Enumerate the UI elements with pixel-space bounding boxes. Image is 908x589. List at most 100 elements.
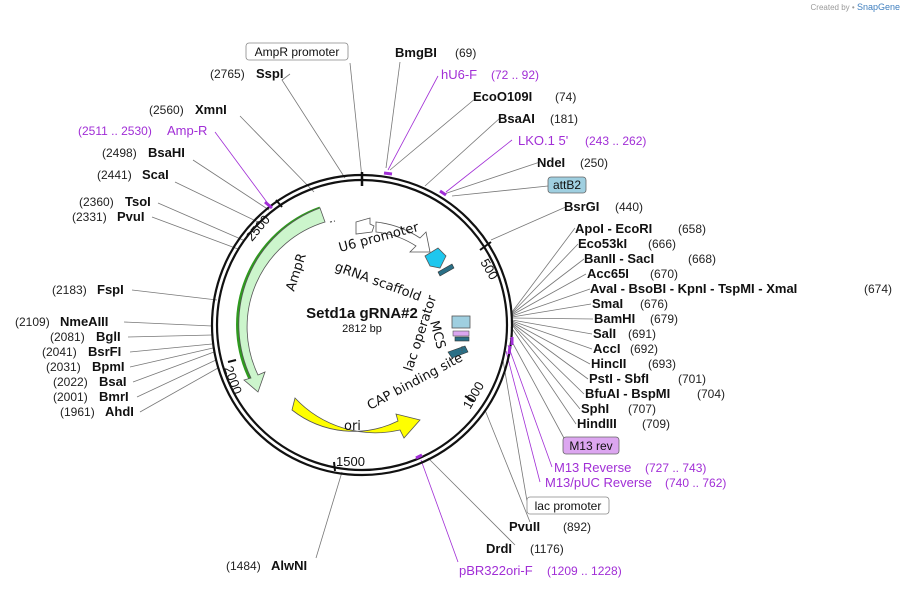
primer-m13puc-pos: (740 .. 762) bbox=[665, 476, 726, 490]
leader-bmri bbox=[136, 359, 217, 398]
mcs-row-3[interactable]: BanII - SacI bbox=[584, 251, 654, 266]
site-bsai-name[interactable]: BsaI bbox=[99, 374, 126, 389]
site-bmri-name[interactable]: BmrI bbox=[99, 389, 129, 404]
grna-scaffold-feature[interactable] bbox=[424, 247, 447, 269]
leader-mcs-9 bbox=[511, 320, 593, 350]
site-alwni-pos: (1484) bbox=[226, 559, 261, 573]
leader-bpmi bbox=[129, 347, 214, 368]
tick-mark-1500 bbox=[333, 461, 336, 472]
lac-promoter-box[interactable] bbox=[526, 496, 610, 515]
site-fspi-name[interactable]: FspI bbox=[97, 282, 124, 297]
u6-small-feature[interactable] bbox=[355, 217, 375, 235]
ori-feature[interactable] bbox=[291, 397, 421, 439]
primer-m13-reverse-name[interactable]: M13 Reverse bbox=[554, 460, 631, 475]
leader-fspi bbox=[131, 289, 218, 301]
mcs-row-7-pos: (679) bbox=[650, 312, 678, 326]
leader-m13-reverse bbox=[507, 344, 553, 468]
site-bmgbi-pos: (69) bbox=[455, 46, 476, 60]
leader-ahdi bbox=[139, 367, 219, 413]
mcs-row-6[interactable]: SmaI bbox=[592, 296, 623, 311]
mcs-row-5[interactable]: AvaI - BsoBI - KpnI - TspMI - XmaI bbox=[590, 281, 797, 296]
mcs-row-9[interactable]: AccI bbox=[593, 341, 620, 356]
mcs-row-11[interactable]: PstI - SbfI bbox=[589, 371, 649, 386]
leader-ampr-primer bbox=[214, 131, 270, 206]
leader-pvui bbox=[151, 216, 239, 250]
site-bsaai-name[interactable]: BsaAI bbox=[498, 111, 535, 126]
lac-operator-feature[interactable] bbox=[454, 336, 470, 342]
leader-bsaai bbox=[424, 117, 501, 187]
mcs-row-1[interactable]: ApoI - EcoRI bbox=[575, 221, 652, 236]
site-bsaai-pos: (181) bbox=[550, 112, 578, 126]
leader-bsrfi bbox=[129, 343, 213, 353]
mcs-row-2[interactable]: Eco53kI bbox=[578, 236, 627, 251]
primer-ampr-name[interactable]: Amp-R bbox=[167, 123, 207, 138]
m13rev-box[interactable] bbox=[562, 436, 620, 455]
site-bsrgi-name[interactable]: BsrGI bbox=[564, 199, 599, 214]
site-bsrfi-pos: (2041) bbox=[42, 345, 77, 359]
site-bpmi-name[interactable]: BpmI bbox=[92, 359, 125, 374]
site-ndei-pos: (250) bbox=[580, 156, 608, 170]
site-ecoo109i-name[interactable]: EcoO109I bbox=[473, 89, 532, 104]
primer-mark-pbr322 bbox=[415, 453, 423, 460]
leader-nmeaiii bbox=[123, 321, 213, 327]
site-xmni-name[interactable]: XmnI bbox=[195, 102, 227, 117]
credit-prefix: Created by bbox=[810, 3, 850, 12]
mcs-row-11-pos: (701) bbox=[678, 372, 706, 386]
leader-mcs-6 bbox=[511, 303, 592, 318]
primer-mark-lko1 bbox=[439, 189, 447, 197]
site-scai-name[interactable]: ScaI bbox=[142, 167, 169, 182]
site-nmeaiii-pos: (2109) bbox=[15, 315, 50, 329]
site-bsrfi-name[interactable]: BsrFI bbox=[88, 344, 121, 359]
mcs-row-13[interactable]: SphI bbox=[581, 401, 609, 416]
site-ahdi-name[interactable]: AhdI bbox=[105, 404, 134, 419]
leader-lac-promoter bbox=[502, 359, 528, 502]
attb2-label: attB2 bbox=[553, 178, 581, 192]
leader-mcs-5 bbox=[511, 288, 591, 317]
ampr-promoter-box[interactable] bbox=[245, 42, 349, 61]
site-bsrgi-pos: (440) bbox=[615, 200, 643, 214]
site-ndei-name[interactable]: NdeI bbox=[537, 155, 565, 170]
ampr-label: AmpR bbox=[284, 252, 310, 294]
primer-ampr-pos: (2511 .. 2530) bbox=[78, 124, 152, 138]
site-bgli-name[interactable]: BglI bbox=[96, 329, 121, 344]
mcs-row-10[interactable]: HincII bbox=[591, 356, 626, 371]
primer-m13puc-name[interactable]: M13/pUC Reverse bbox=[545, 475, 652, 490]
primer-pbr322-pos: (1209 .. 1228) bbox=[547, 564, 622, 578]
tick-mark-500 bbox=[479, 241, 492, 251]
plasmid-name: Setd1a gRNA#2 bbox=[306, 305, 418, 322]
mcs-row-7[interactable]: BamHI bbox=[594, 311, 635, 326]
leader-bsahi bbox=[192, 159, 270, 211]
site-bmgbi-name[interactable]: BmgBI bbox=[395, 45, 437, 60]
site-tsoi-name[interactable]: TsoI bbox=[125, 194, 151, 209]
mcs-feature[interactable] bbox=[451, 315, 471, 329]
leader-scai bbox=[174, 181, 259, 223]
mcs-row-14[interactable]: HindIII bbox=[577, 416, 617, 431]
site-bsahi-name[interactable]: BsaHI bbox=[148, 145, 185, 160]
leader-mcs-7 bbox=[511, 317, 594, 320]
mcs-row-8[interactable]: SalI bbox=[593, 326, 616, 341]
ampr-feature[interactable] bbox=[238, 207, 326, 393]
primer-lko1-name[interactable]: LKO.1 5' bbox=[518, 133, 568, 148]
site-pvui-name[interactable]: PvuI bbox=[117, 209, 144, 224]
mcs-row-12[interactable]: BfuAI - BspMI bbox=[585, 386, 670, 401]
mcs-row-1-pos: (658) bbox=[678, 222, 706, 236]
site-pvui-pos: (2331) bbox=[72, 210, 107, 224]
site-drdi-name[interactable]: DrdI bbox=[486, 541, 512, 556]
mcs-row-4[interactable]: Acc65I bbox=[587, 266, 629, 281]
site-nmeaiii-name[interactable]: NmeAIII bbox=[60, 314, 108, 329]
primer-lko1-pos: (243 .. 262) bbox=[585, 134, 646, 148]
mcs-row-4-pos: (670) bbox=[650, 267, 678, 281]
attb2-feature-mark[interactable] bbox=[437, 263, 455, 277]
u6-promoter-feature[interactable] bbox=[375, 221, 431, 253]
ampr-promoter-label: AmpR promoter bbox=[255, 45, 340, 59]
cap-site-feature[interactable] bbox=[447, 345, 469, 359]
attb2-box[interactable] bbox=[547, 176, 587, 194]
site-sspi-name[interactable]: SspI bbox=[256, 66, 283, 81]
site-alwni-name[interactable]: AlwNI bbox=[271, 558, 307, 573]
primer-hu6f-name[interactable]: hU6-F bbox=[441, 67, 477, 82]
grna-label: gRNA scaffold bbox=[333, 260, 423, 305]
m13-rev-feature[interactable] bbox=[452, 330, 470, 337]
primer-pbr322-name[interactable]: pBR322ori-F bbox=[459, 563, 533, 578]
leader-m13puc-reverse bbox=[505, 350, 541, 483]
site-pvuii-name[interactable]: PvuII bbox=[509, 519, 540, 534]
